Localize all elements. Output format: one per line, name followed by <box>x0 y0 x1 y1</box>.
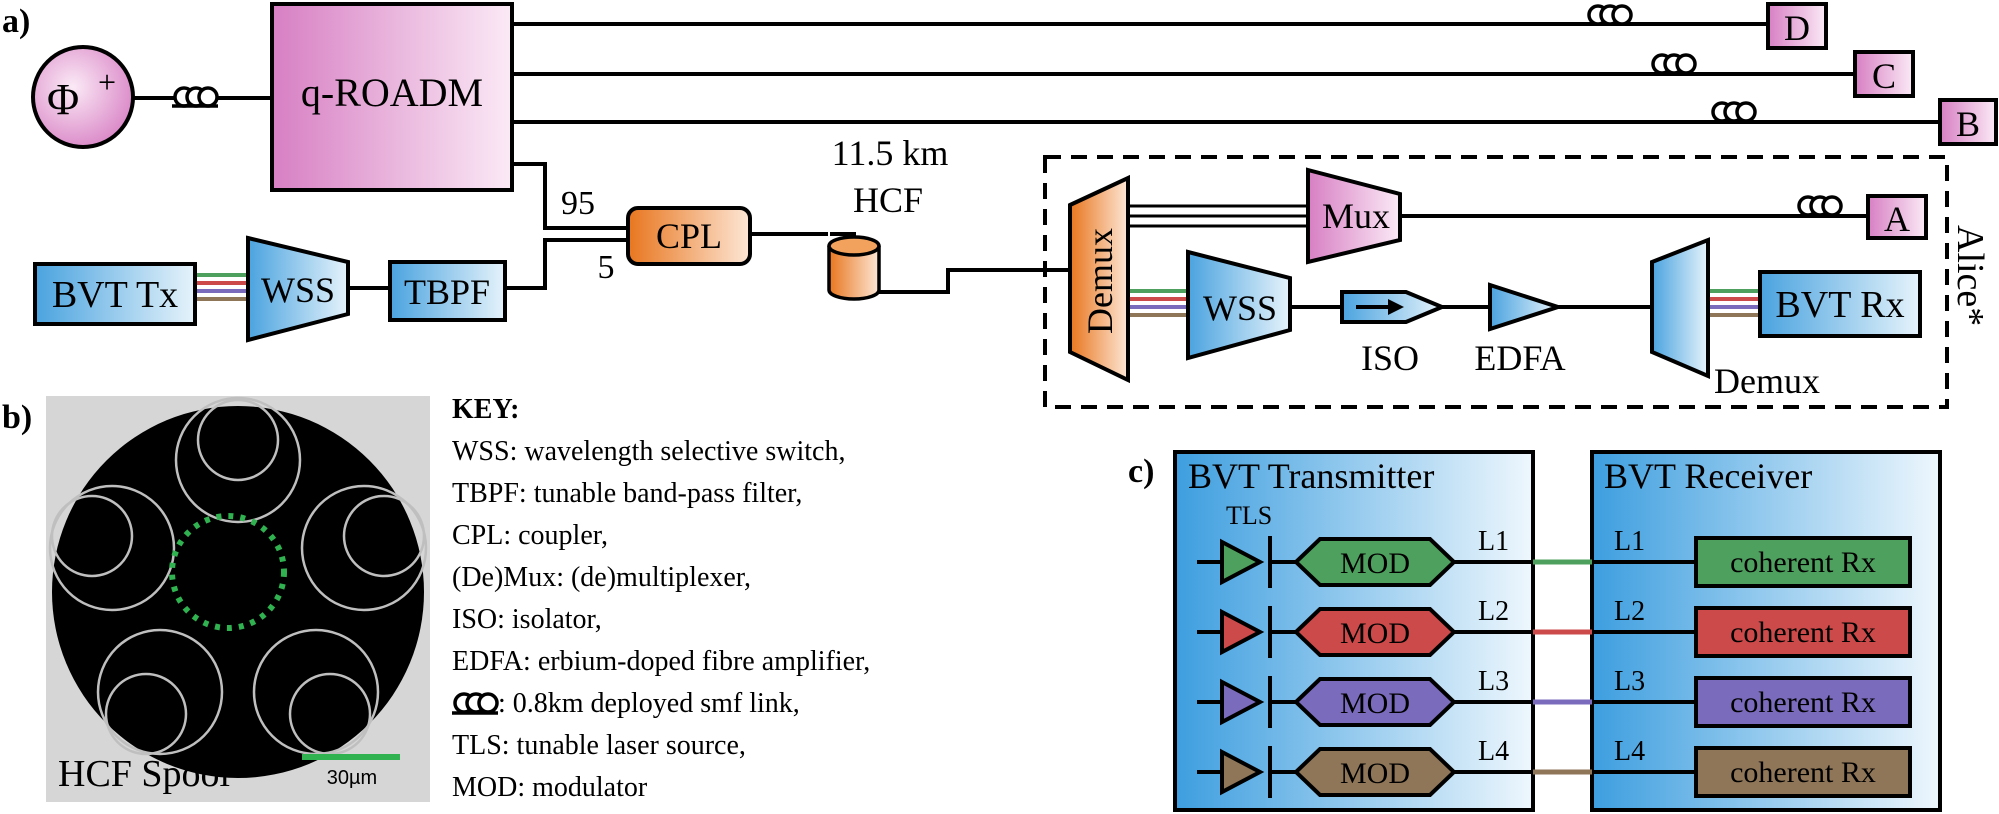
alice-label: Alice* <box>1949 225 1991 326</box>
split-label-5: 5 <box>598 249 615 286</box>
svg-text:CPL: CPL <box>656 216 722 256</box>
hcf-spool-image <box>46 396 430 802</box>
tx-channel-label-4: L4 <box>1478 736 1509 767</box>
smf-coil-icon-d <box>1587 4 1633 26</box>
tls-laser-4 <box>1220 748 1265 796</box>
bvt-rx-block: BVT Rx <box>1758 270 1922 338</box>
entangled-source: Φ + <box>31 45 135 149</box>
modulator-label-1: MOD <box>1340 547 1410 580</box>
svg-text:ISO: ISO <box>1361 338 1419 378</box>
svg-text:BVT Tx: BVT Tx <box>52 274 178 316</box>
coherent-rx-label-4: coherent Rx <box>1730 756 1876 789</box>
svg-text:+: + <box>98 64 116 100</box>
panel-label-a: a) <box>2 3 30 40</box>
smf-coil-icon-c <box>1651 53 1697 75</box>
smf-coil-icon-b <box>1711 101 1757 123</box>
coherent-rx-label-3: coherent Rx <box>1730 686 1876 719</box>
node-b: B <box>1938 98 1998 146</box>
svg-text:TBPF: TBPF <box>404 272 490 312</box>
tx-channel-label-3: L3 <box>1478 666 1509 697</box>
smf-coil-icon-source <box>172 86 219 108</box>
edfa-block: EDFA <box>1474 282 1566 378</box>
svg-text:CPL: coupler,: CPL: coupler, <box>452 520 608 551</box>
hcf-length-label: 11.5 km <box>832 133 949 173</box>
node-d: D <box>1766 2 1828 50</box>
channel-rows: MOD L1 L1 coherent Rx MOD L2 L2 coherent Rx MOD L… <box>1197 526 1912 798</box>
panel-label-b: b) <box>2 399 32 436</box>
rx-bvt-color-lines <box>1708 289 1760 317</box>
svg-text:WSS: WSS <box>1203 288 1277 328</box>
svg-text:BVT Receiver: BVT Receiver <box>1604 456 1812 496</box>
isolator-block: ISO <box>1340 290 1448 378</box>
wss-rx-block: WSS <box>1186 249 1292 361</box>
svg-text:D: D <box>1784 8 1810 48</box>
coherent-rx-2 <box>1694 606 1912 658</box>
demux-main-block: Demux <box>1068 174 1130 384</box>
wss-tx-block: WSS <box>246 235 350 343</box>
hcf-label: HCF <box>853 180 923 220</box>
alice-node-box <box>1043 155 1949 409</box>
svg-text:TBPF: tunable band-pass filter: TBPF: tunable band-pass filter, <box>452 478 802 509</box>
tls-laser-2 <box>1220 608 1265 656</box>
tx-channel-label-1: L1 <box>1478 526 1509 557</box>
tls-laser-3 <box>1220 678 1265 726</box>
coherent-rx-1 <box>1694 536 1912 588</box>
smf-coil-icon-a <box>1797 195 1843 217</box>
tbpf-block: TBPF <box>388 260 507 322</box>
demux-rx-block: Demux <box>1650 237 1820 401</box>
split-label-95: 95 <box>561 185 595 222</box>
rx-channel-label-4: L4 <box>1614 736 1645 767</box>
coherent-rx-label-2: coherent Rx <box>1730 616 1876 649</box>
svg-text:Demux: Demux <box>1080 228 1120 334</box>
mux-block: Mux <box>1306 167 1402 265</box>
smf-coil-icon-key <box>452 692 499 715</box>
bvt-tx-block: BVT Tx <box>33 262 197 326</box>
tx-color-lines <box>195 273 248 301</box>
coupler-block: CPL <box>626 206 752 266</box>
svg-text:ISO: isolator,: ISO: isolator, <box>452 604 602 635</box>
node-a: A <box>1866 194 1928 240</box>
rx-channel-label-1: L1 <box>1614 526 1645 557</box>
svg-text:EDFA: erbium-doped fibre ampli: EDFA: erbium-doped fibre amplifier, <box>452 646 870 677</box>
svg-text:EDFA: EDFA <box>1474 338 1565 378</box>
coherent-rx-3 <box>1694 676 1912 728</box>
svg-text:BVT Rx: BVT Rx <box>1775 284 1904 326</box>
svg-text:C: C <box>1872 56 1896 96</box>
panel-a-wires <box>134 22 1940 309</box>
q-roadm-block: q-ROADM <box>270 2 514 192</box>
svg-text:q-ROADM: q-ROADM <box>301 70 483 115</box>
scale-bar-label: 30µm <box>327 767 377 789</box>
svg-text:WSS: wavelength selective swit: WSS: wavelength selective switch, <box>452 436 845 467</box>
svg-text:(De)Mux: (de)multiplexer,: (De)Mux: (de)multiplexer, <box>452 562 751 593</box>
hcf-spool-icon <box>827 235 881 301</box>
coherent-rx-label-1: coherent Rx <box>1730 546 1876 579</box>
modulator-label-4: MOD <box>1340 757 1410 790</box>
hcf-spool-label: HCF Spool <box>58 753 230 795</box>
node-c: C <box>1853 50 1915 98</box>
rx-channel-label-2: L2 <box>1614 596 1645 627</box>
svg-text:Demux: Demux <box>1714 361 1820 401</box>
tls-laser-1 <box>1220 538 1265 586</box>
rx-channel-label-3: L3 <box>1614 666 1645 697</box>
svg-text:: 0.8km deployed smf link,: : 0.8km deployed smf link, <box>498 688 800 719</box>
modulator-label-3: MOD <box>1340 687 1410 720</box>
key-legend: KEY: WSS: wavelength selective switch, T… <box>452 394 870 803</box>
svg-text:Mux: Mux <box>1322 196 1390 236</box>
svg-text:WSS: WSS <box>261 270 335 310</box>
svg-text:TLS: TLS <box>1226 501 1272 530</box>
coherent-rx-4 <box>1694 746 1912 798</box>
panel-label-c: c) <box>1128 453 1154 490</box>
svg-text:TLS: tunable laser source,: TLS: tunable laser source, <box>452 730 746 761</box>
svg-text:B: B <box>1956 104 1980 144</box>
svg-text:Φ: Φ <box>47 75 79 124</box>
svg-text:A: A <box>1884 199 1910 239</box>
rx-demux-color-lines <box>1128 289 1188 317</box>
modulator-label-2: MOD <box>1340 617 1410 650</box>
svg-text:BVT Transmitter: BVT Transmitter <box>1188 456 1434 496</box>
svg-text:KEY:: KEY: <box>452 394 519 425</box>
svg-text:MOD: modulator: MOD: modulator <box>452 772 648 803</box>
tx-channel-label-2: L2 <box>1478 596 1509 627</box>
